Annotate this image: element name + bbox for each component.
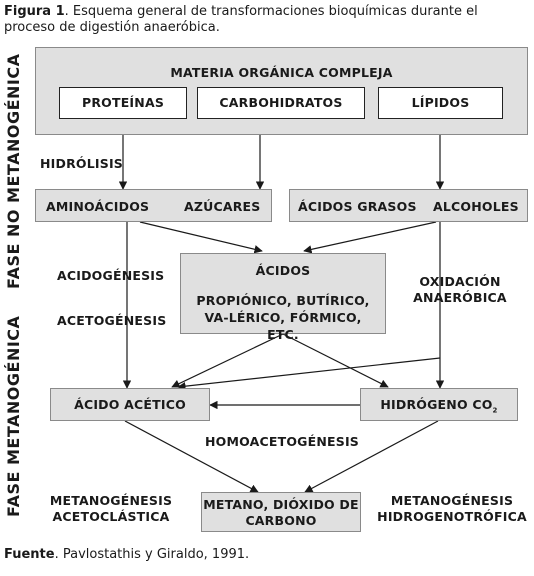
caption-text: . Esquema general de transformaciones bi… [4,4,478,35]
process-metanogenesis-acetoclastica: METANOGÉNESIS ACETOCLÁSTICA [49,493,173,524]
source-label: Fuente [4,547,55,562]
source-text: . Pavlostathis y Giraldo, 1991. [54,547,250,562]
process-homoacetogenesis: HOMOACETOGÉNESIS [205,434,360,449]
process-oxidacion-anaerobica: OXIDACIÓN ANAERÓBICA [413,274,507,305]
arrow-hidrogeno-metano [304,420,439,493]
arrow-aminoacidos-acidos [139,221,263,254]
acidos-box: ÁCIDOS PROPIÓNICO, BUTÍRICO, VA-LÉRICO, … [180,253,386,342]
acidos-label: ÁCIDOS [255,263,311,278]
aminoacidos-label: AMINOÁCIDOS [46,199,150,214]
figure-source: Fuente. Pavlostathis y Giraldo, 1991. [4,547,249,562]
caption-label: Figura 1 [4,4,65,19]
acido-acetico-box: ÁCIDO ACÉTICO [50,388,210,421]
arrow-oxidacion-acido-acetico [177,357,441,391]
aminoacidos-azucares-box: AMINOÁCIDOS AZÚCARES [35,189,272,222]
arrow-acido-acetico-metano [124,420,259,493]
proteinas-box: PROTEÍNAS [59,87,187,119]
alcoholes-label: ALCOHOLES [433,199,519,214]
process-metanogenesis-hidrogenotrofica: METANOGÉNESIS HIDROGENOTRÓFICA [377,493,527,524]
figure-caption: Figura 1. Esquema general de transformac… [4,4,504,36]
carbohidratos-box: CARBOHIDRATOS [197,87,365,119]
process-acetogenesis: ACETOGÉNESIS [57,313,167,328]
acidos-detail: PROPIÓNICO, BUTÍRICO, VA-LÉRICO, FÓRMICO… [196,293,370,342]
process-hidrolisis: HIDRÓLISIS [40,156,124,171]
materia-organica-label: MATERIA ORGÁNICA COMPLEJA [170,65,393,80]
hidrogeno-subscript: 2 [492,406,498,415]
arrow-alcoholes-acidos [303,221,437,254]
hidrogeno-label: HIDRÓGENO CO [380,397,493,412]
process-acidogenesis: ACIDOGÉNESIS [57,268,165,283]
acidos-grasos-alcoholes-box: ÁCIDOS GRASOS ALCOHOLES [289,189,528,222]
arrow-acidos-acido-acetico [171,333,284,388]
hidrogeno-box: HIDRÓGENO CO2 [360,388,518,421]
lipidos-box: LÍPIDOS [378,87,503,119]
acidos-grasos-label: ÁCIDOS GRASOS [298,199,417,214]
azucares-label: AZÚCARES [184,199,261,214]
arrow-acidos-hidrogeno [282,333,389,388]
metano-box: METANO, DIÓXIDO DE CARBONO [201,492,361,532]
